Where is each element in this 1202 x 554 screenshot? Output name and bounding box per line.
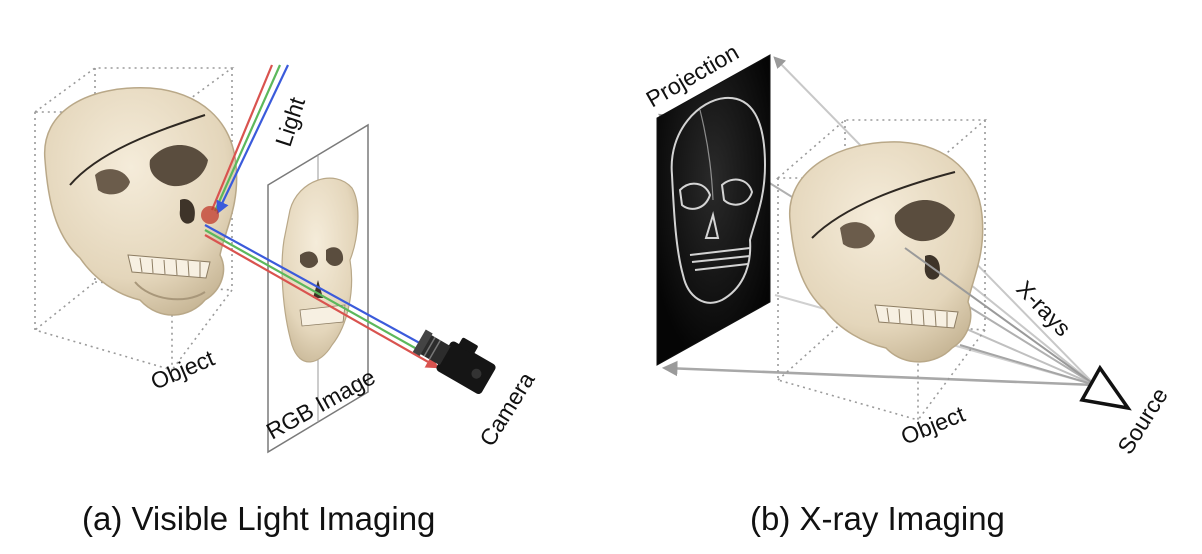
rgb-image-plane xyxy=(267,123,369,454)
label-object-a: Object xyxy=(147,344,219,394)
xray-beams-front xyxy=(904,247,1096,386)
reflection-point xyxy=(201,206,219,224)
skull-a xyxy=(44,87,238,316)
label-source: Source xyxy=(1112,383,1173,459)
caption-a: (a) Visible Light Imaging xyxy=(82,500,435,537)
panel-a: Light Object RGB Image Camera (a) Visibl… xyxy=(32,64,540,537)
xray-skull xyxy=(670,96,767,304)
light-rays-incoming xyxy=(210,64,289,215)
panel-b: Projection X-rays Object Source (b) X-ra… xyxy=(642,39,1173,537)
caption-b: (b) X-ray Imaging xyxy=(750,500,1005,537)
skull-b xyxy=(789,141,984,363)
source-icon xyxy=(1079,364,1132,411)
label-light: Light xyxy=(270,93,310,149)
label-object-b: Object xyxy=(897,400,969,449)
projection-plate xyxy=(656,54,771,366)
camera-icon xyxy=(412,329,496,394)
light-rays-outgoing xyxy=(204,224,448,369)
